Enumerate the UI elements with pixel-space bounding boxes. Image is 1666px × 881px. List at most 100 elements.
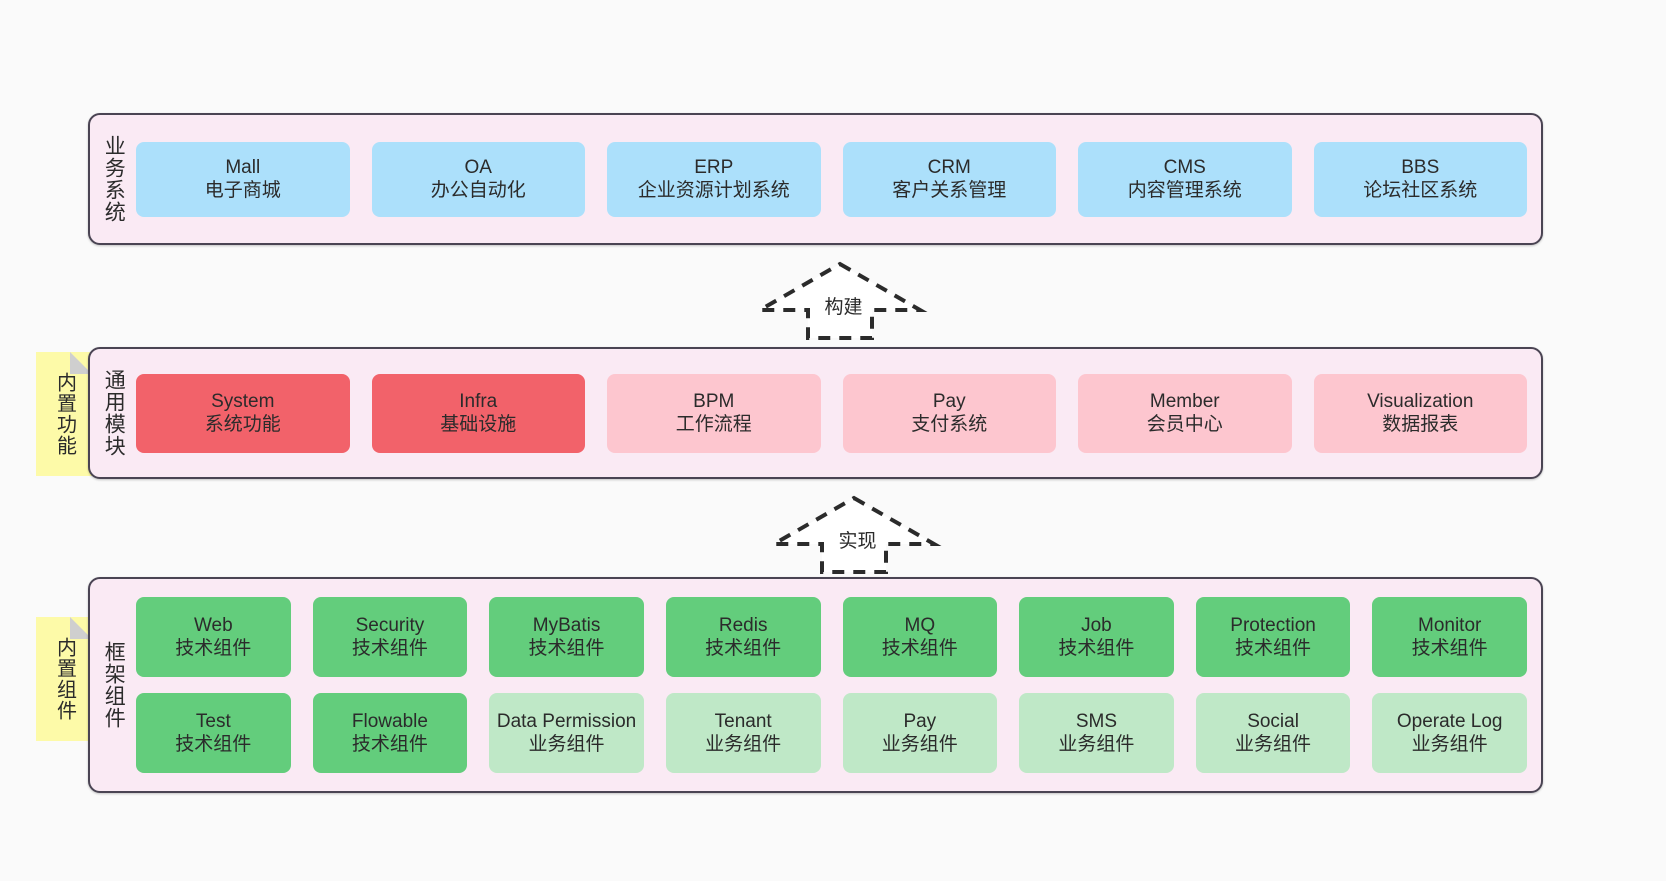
card-pay-module[interactable]: Pay 支付系统 xyxy=(842,373,1056,453)
relation-label-build: 构建 xyxy=(824,297,863,318)
card-title-cn: 技术组件 xyxy=(175,734,252,755)
card-title-cn: 技术组件 xyxy=(1411,638,1488,659)
card-bbs[interactable]: BBS 论坛社区系统 xyxy=(1313,141,1527,217)
card-title-cn: 业务组件 xyxy=(1058,734,1135,755)
sticky-note-builtin-components[interactable]: 内置组件 xyxy=(36,617,92,741)
card-test[interactable]: Test 技术组件 xyxy=(136,693,291,773)
card-title-en: Visualization xyxy=(1367,390,1474,412)
card-title-en: Job xyxy=(1081,614,1112,636)
card-title-cn: 技术组件 xyxy=(528,638,605,659)
card-mq[interactable]: MQ 技术组件 xyxy=(842,597,998,677)
card-title-cn: 基础设施 xyxy=(440,414,517,435)
card-monitor[interactable]: Monitor 技术组件 xyxy=(1372,597,1527,677)
relation-build: 构建 xyxy=(752,258,928,342)
card-erp[interactable]: ERP 企业资源计划系统 xyxy=(607,141,821,217)
card-title-cn: 技术组件 xyxy=(351,638,428,659)
card-system[interactable]: System 系统功能 xyxy=(136,373,350,453)
card-security[interactable]: Security 技术组件 xyxy=(312,597,468,677)
card-operate-log[interactable]: Operate Log 业务组件 xyxy=(1372,693,1527,773)
card-title-en: Member xyxy=(1149,390,1220,412)
card-title-cn: 业务组件 xyxy=(528,734,605,755)
card-title-en: System xyxy=(211,390,275,412)
card-redis[interactable]: Redis 技术组件 xyxy=(665,597,821,677)
sticky-note-builtin-features[interactable]: 内置功能 xyxy=(36,352,92,476)
card-title-cn: 办公自动化 xyxy=(430,180,526,201)
card-title-cn: 业务组件 xyxy=(1411,734,1488,755)
card-title-cn: 工作流程 xyxy=(675,414,752,435)
card-title-en: Operate Log xyxy=(1396,710,1503,732)
sticky-note-label: 内置组件 xyxy=(53,637,76,721)
layer-body-common-modules: System 系统功能 Infra 基础设施 BPM 工作流程 Pay 支付系统… xyxy=(136,349,1541,477)
card-title-cn: 论坛社区系统 xyxy=(1363,180,1478,201)
card-row-business-systems: Mall 电子商城 OA 办公自动化 ERP 企业资源计划系统 CRM 客户关系… xyxy=(136,141,1527,217)
card-row-business-components: Test 技术组件 Flowable 技术组件 Data Permission … xyxy=(136,693,1527,773)
card-web[interactable]: Web 技术组件 xyxy=(136,597,291,677)
card-title-cn: 客户关系管理 xyxy=(892,180,1007,201)
card-title-cn: 系统功能 xyxy=(204,414,281,435)
card-title-en: Monitor xyxy=(1418,614,1482,636)
layer-title-common-modules: 通用模块 xyxy=(102,369,126,457)
card-title-en: Tenant xyxy=(714,710,772,732)
card-mybatis[interactable]: MyBatis 技术组件 xyxy=(489,597,644,677)
layer-body-framework-components: Web 技术组件 Security 技术组件 MyBatis 技术组件 Redi… xyxy=(136,579,1541,791)
card-title-en: Web xyxy=(193,614,233,636)
card-title-cn: 业务组件 xyxy=(881,734,958,755)
card-sms[interactable]: SMS 业务组件 xyxy=(1019,693,1174,773)
card-oa[interactable]: OA 办公自动化 xyxy=(371,141,585,217)
card-job[interactable]: Job 技术组件 xyxy=(1019,597,1174,677)
card-bpm[interactable]: BPM 工作流程 xyxy=(607,373,821,453)
card-title-en: Data Permission xyxy=(496,710,637,732)
layer-title-business-system: 业务系统 xyxy=(102,135,126,223)
card-row-tech-components: Web 技术组件 Security 技术组件 MyBatis 技术组件 Redi… xyxy=(136,597,1527,677)
sticky-note-label: 内置功能 xyxy=(53,372,76,456)
card-cms[interactable]: CMS 内容管理系统 xyxy=(1078,141,1292,217)
card-title-cn: 技术组件 xyxy=(351,734,428,755)
card-title-cn: 内容管理系统 xyxy=(1127,180,1242,201)
card-title-en: Test xyxy=(195,710,231,732)
card-mall[interactable]: Mall 电子商城 xyxy=(136,141,350,217)
card-pay-component[interactable]: Pay 业务组件 xyxy=(842,693,998,773)
card-title-en: Pay xyxy=(932,390,966,412)
card-title-en: Security xyxy=(355,614,425,636)
card-title-cn: 电子商城 xyxy=(204,180,281,201)
card-title-en: BBS xyxy=(1401,156,1440,178)
card-title-en: Redis xyxy=(718,614,768,636)
card-title-cn: 业务组件 xyxy=(705,734,782,755)
card-title-cn: 支付系统 xyxy=(911,414,988,435)
card-title-cn: 会员中心 xyxy=(1146,414,1223,435)
layer-body-business-system: Mall 电子商城 OA 办公自动化 ERP 企业资源计划系统 CRM 客户关系… xyxy=(136,115,1541,243)
layer-panel-common-modules[interactable]: 通用模块 System 系统功能 Infra 基础设施 BPM 工作流程 Pay… xyxy=(88,347,1543,479)
card-title-cn: 技术组件 xyxy=(175,638,252,659)
card-flowable[interactable]: Flowable 技术组件 xyxy=(312,693,468,773)
card-visualization[interactable]: Visualization 数据报表 xyxy=(1313,373,1527,453)
card-crm[interactable]: CRM 客户关系管理 xyxy=(842,141,1056,217)
card-title-en: CMS xyxy=(1163,156,1206,178)
card-protection[interactable]: Protection 技术组件 xyxy=(1195,597,1351,677)
card-data-permission[interactable]: Data Permission 业务组件 xyxy=(489,693,644,773)
card-title-en: Pay xyxy=(903,710,937,732)
layer-panel-business-system[interactable]: 业务系统 Mall 电子商城 OA 办公自动化 ERP 企业资源计划系统 CRM… xyxy=(88,113,1543,245)
card-title-en: BPM xyxy=(693,390,735,412)
card-title-en: MyBatis xyxy=(532,614,601,636)
card-social[interactable]: Social 业务组件 xyxy=(1195,693,1351,773)
card-title-en: MQ xyxy=(904,614,936,636)
card-title-en: OA xyxy=(464,156,492,178)
card-title-en: Social xyxy=(1247,710,1299,732)
layer-panel-framework-components[interactable]: 框架组件 Web 技术组件 Security 技术组件 MyBatis 技术组件… xyxy=(88,577,1543,793)
card-title-cn: 技术组件 xyxy=(1235,638,1312,659)
card-title-en: Protection xyxy=(1230,614,1316,636)
card-title-cn: 业务组件 xyxy=(1235,734,1312,755)
card-title-en: Infra xyxy=(459,390,498,412)
relation-implement: 实现 xyxy=(766,492,942,576)
layer-title-framework-components: 框架组件 xyxy=(102,641,126,729)
card-title-cn: 企业资源计划系统 xyxy=(637,180,790,201)
card-title-en: Mall xyxy=(225,156,261,178)
card-infra[interactable]: Infra 基础设施 xyxy=(371,373,585,453)
relation-label-implement: 实现 xyxy=(838,531,877,552)
card-member[interactable]: Member 会员中心 xyxy=(1078,373,1292,453)
card-title-en: ERP xyxy=(694,156,734,178)
generalization-arrow-shape xyxy=(766,495,942,574)
card-tenant[interactable]: Tenant 业务组件 xyxy=(665,693,821,773)
card-title-en: CRM xyxy=(927,156,971,178)
